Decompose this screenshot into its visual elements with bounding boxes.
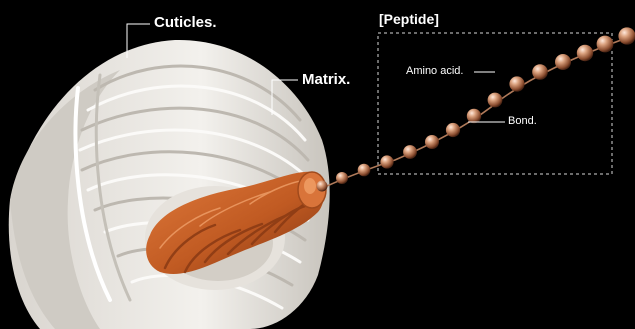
amino-acid-bead (532, 64, 548, 80)
bond-label: Bond. (508, 116, 537, 127)
amino-acid-bead (336, 172, 348, 184)
amino-acid-bead (488, 93, 503, 108)
amino-acid-bead (446, 123, 460, 137)
amino-acid-bead (425, 135, 439, 149)
amino-acid-bead (555, 54, 571, 70)
amino-acid-beads (317, 27, 635, 191)
amino-acid-bead (577, 45, 593, 61)
amino-acid-bead (597, 36, 614, 53)
amino-acid-bead (467, 109, 481, 123)
amino-acid-bead (403, 145, 417, 159)
amino-acid-bead (317, 181, 328, 192)
amino-acid-bead (380, 155, 393, 168)
matrix-label: Matrix. (302, 72, 350, 87)
cuticles-label: Cuticles. (154, 15, 217, 30)
amino-acid-label: Amino acid. (406, 66, 463, 77)
amino-acid-bead (509, 76, 524, 91)
amino-acid-bead (618, 27, 635, 44)
peptide-label: [Peptide] (379, 12, 439, 26)
amino-acid-bead (358, 164, 371, 177)
